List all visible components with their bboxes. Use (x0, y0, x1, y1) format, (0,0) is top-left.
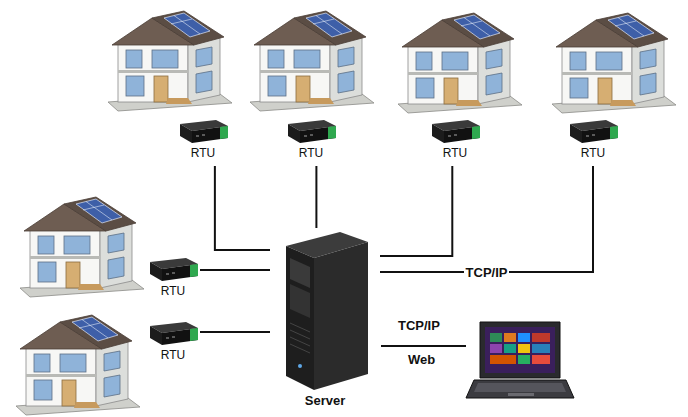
rtu-graphic (176, 116, 230, 146)
connector-line (200, 269, 270, 271)
rtu-graphic (146, 318, 200, 348)
rtu-label: RTU (146, 348, 200, 362)
house-illustration (250, 11, 374, 111)
rtu-label: RTU (146, 284, 200, 298)
connector-line (315, 166, 317, 228)
edge-label: TCP/IP (464, 264, 510, 281)
rtu-device: RTU (176, 116, 230, 166)
server-graphic (270, 228, 380, 394)
house-illustration (552, 13, 676, 113)
house-illustration (398, 13, 522, 113)
network-link (381, 345, 466, 347)
rtu-device: RTU (146, 318, 200, 368)
protocol-label: Web (408, 352, 435, 367)
rtu-device: RTU (284, 116, 338, 166)
house-illustration (108, 11, 232, 111)
rtu-label: RTU (428, 146, 482, 160)
rtu-device: RTU (428, 116, 482, 166)
connector-line (380, 166, 452, 256)
rtu-device: RTU (566, 116, 620, 166)
rtu-label: RTU (176, 146, 230, 160)
house-illustration (16, 315, 140, 415)
rtu-label: RTU (284, 146, 338, 160)
rtu-label: RTU (566, 146, 620, 160)
house-illustration (20, 197, 144, 297)
server-unit: Server (270, 228, 380, 414)
server-label: Server (270, 394, 380, 408)
rtu-device: RTU (146, 254, 200, 304)
connector-line (215, 166, 270, 250)
rtu-graphic (146, 254, 200, 284)
connector-line (380, 166, 593, 272)
connector-line (200, 331, 270, 333)
rtu-graphic (566, 116, 620, 146)
rtu-graphic (284, 116, 338, 146)
rtu-graphic (428, 116, 482, 146)
laptop-illustration (466, 322, 574, 398)
protocol-label: TCP/IP (398, 318, 440, 333)
